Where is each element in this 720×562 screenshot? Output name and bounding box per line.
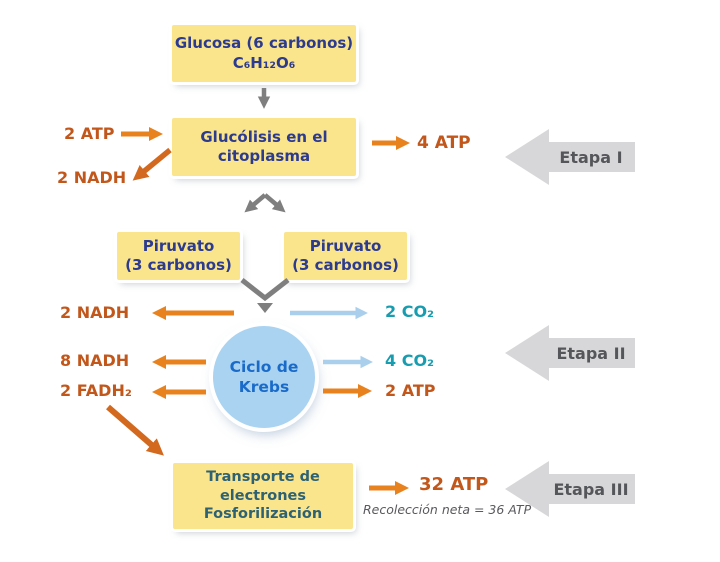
glucolisis-line2: citoplasma (217, 147, 311, 165)
label-krebs-atp-out: 2 ATP (385, 381, 436, 400)
node-transporte: Transporte de electrones Fosforilización (173, 463, 353, 529)
piruvato-left-line2: (3 carbonos) (125, 256, 232, 274)
krebs-co2-right-arrow-icon (323, 355, 373, 369)
glucolisis-line1: Glucólisis en el (200, 127, 328, 146)
glucosa-line1: Glucosa (6 carbonos) (174, 34, 354, 52)
transporte-line1: Transporte de (206, 468, 320, 485)
nadh-out-diagonal-arrow-icon (132, 147, 172, 181)
label-piruvato-nadh-out: 2 NADH (60, 303, 130, 322)
label-piruvato-co2-out: 2 CO₂ (385, 302, 435, 321)
stage-block-arrow-icon (505, 129, 635, 185)
label-krebs-co2-out: 4 CO₂ (385, 351, 435, 370)
label-krebs-nadh-out: 8 NADH (60, 351, 130, 370)
stage-3-label: Etapa III (553, 479, 629, 499)
net-total-label: Recolección neta = 36 ATP (363, 502, 532, 517)
piruvato-right-line1: Piruvato (309, 236, 382, 255)
stage-1-label: Etapa I (559, 147, 623, 167)
node-piruvato-left: Piruvato (3 carbonos) (117, 232, 240, 280)
stage-block-arrow-icon (505, 325, 635, 381)
node-krebs: Ciclo de Krebs (213, 326, 315, 428)
glucosa-formula: C₆H₁₂O₆ (232, 53, 296, 72)
fork-arrow-icon (244, 193, 286, 213)
node-glucosa: Glucosa (6 carbonos) C₆H₁₂O₆ (172, 25, 356, 82)
chevron-down-arrow-icon (240, 278, 290, 313)
to-transport-diagonal-arrow-icon (106, 404, 164, 456)
stage-block-arrow-icon (505, 461, 635, 517)
piruvato-right-line2: (3 carbonos) (292, 256, 399, 274)
down-arrow-icon (257, 88, 271, 109)
transport-atp-right-arrow-icon (369, 481, 409, 496)
node-piruvato-right: Piruvato (3 carbonos) (284, 232, 407, 280)
label-glucolisis-nadh-out: 2 NADH (57, 168, 127, 187)
krebs-nadh-left-arrow-icon (152, 354, 206, 369)
label-glucolisis-atp-in: 2 ATP (64, 124, 115, 143)
krebs-line1: Ciclo de (229, 357, 299, 376)
krebs-fadh2-left-arrow-icon (152, 384, 206, 399)
label-transporte-atp-out: 32 ATP (419, 474, 489, 495)
krebs-atp-right-arrow-icon (323, 384, 372, 399)
stage-arrow-etapa-1: Etapa I (505, 129, 635, 185)
transporte-line3: Fosforilización (203, 506, 323, 523)
stage-arrow-etapa-2: Etapa II (505, 325, 635, 381)
node-glucolisis: Glucólisis en el citoplasma (172, 118, 356, 176)
transporte-line2: electrones (219, 487, 307, 504)
krebs-line2: Krebs (238, 378, 290, 396)
atp-out-arrow-icon (372, 136, 410, 151)
atp-in-arrow-icon (121, 127, 163, 142)
stage-2-label: Etapa II (556, 343, 626, 363)
stage-arrow-etapa-3: Etapa III (505, 461, 635, 517)
label-glucolisis-atp-out: 4 ATP (417, 133, 471, 153)
piruvato-left-line1: Piruvato (142, 236, 215, 255)
label-krebs-fadh2-out: 2 FADH₂ (60, 381, 132, 400)
nadh-left-arrow-icon (152, 305, 234, 320)
co2-right-arrow-icon (290, 306, 368, 320)
